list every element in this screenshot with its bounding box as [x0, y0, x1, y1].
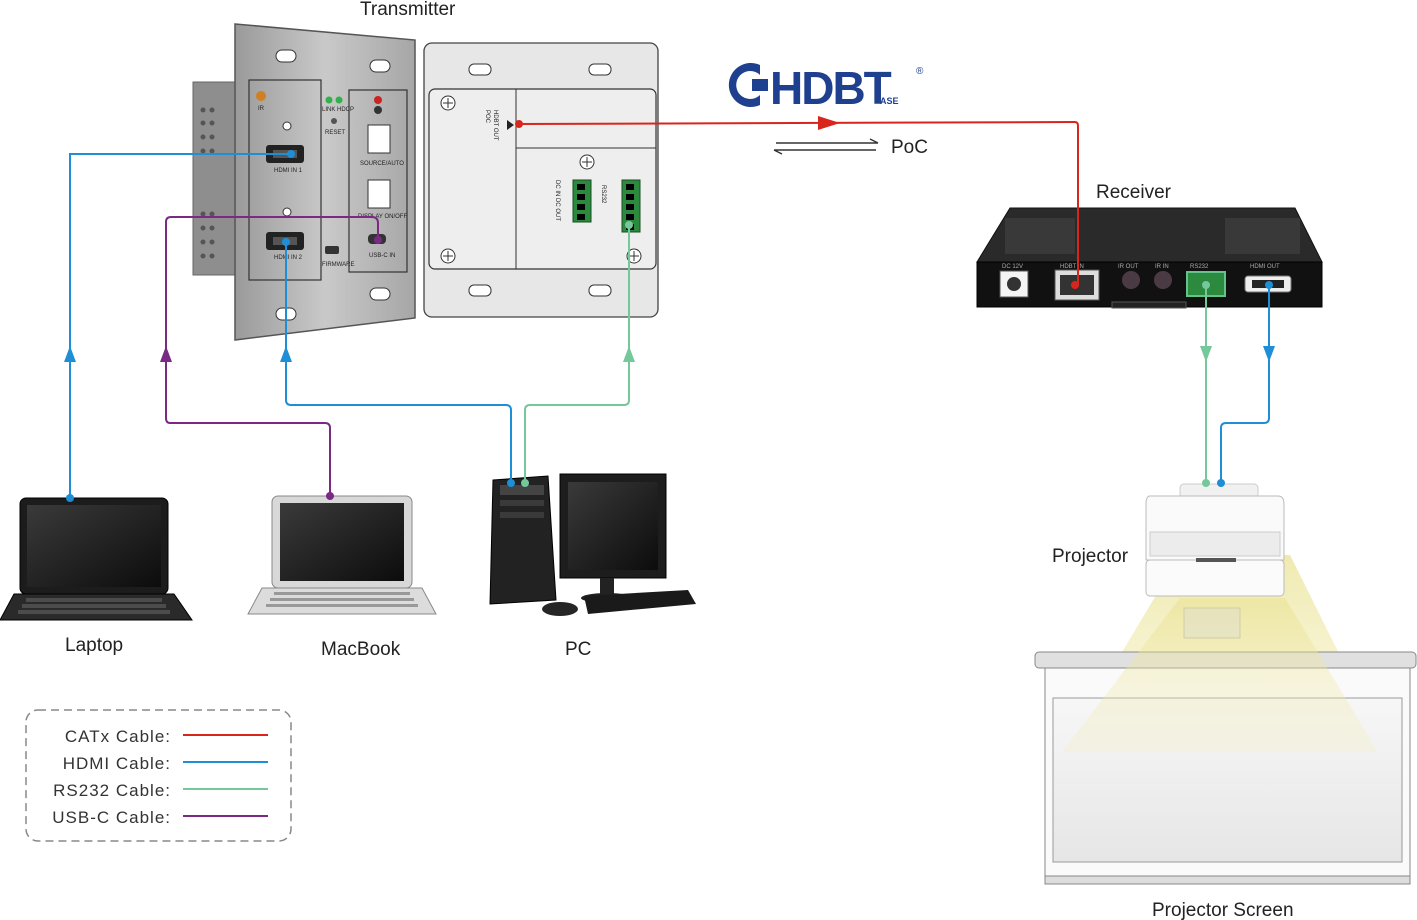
- reset-label: RESET: [325, 130, 345, 136]
- ir-label: IR: [258, 106, 265, 112]
- hdbt-logo-sub: ASE: [880, 96, 899, 106]
- receiver-device: DC 12V HDBT IN IR OUT IR IN RS232 HDMI O…: [976, 207, 1323, 309]
- pc-label: PC: [565, 639, 591, 660]
- link-hdcp-label: LINK HDCP: [322, 107, 354, 113]
- hdmi-cable-projector: [1220, 285, 1270, 483]
- hdbt-out-label: HDBT OUT: [492, 110, 498, 141]
- hdmi-in-1-label: HDMI IN 1: [274, 168, 303, 174]
- rx-ir-out-label: IR OUT: [1118, 264, 1139, 270]
- transmitter-back-panel: POC HDBT OUT DC IN DC OUT RS232: [423, 42, 659, 318]
- hdbt-logo-mark: ®: [916, 66, 924, 77]
- poc-arrows: [773, 138, 879, 155]
- laptop-device: [0, 497, 193, 621]
- dc-in-out-label: DC IN DC OUT: [554, 180, 560, 221]
- rx-dc-label: DC 12V: [1002, 264, 1023, 270]
- projector-screen: [1034, 598, 1417, 885]
- macbook-device: [247, 495, 437, 615]
- pc-device: [489, 473, 696, 616]
- projector-label: Projector: [1052, 546, 1129, 567]
- hdbt-logo-text: HDBT: [770, 62, 892, 114]
- usbc-cable-macbook: [165, 216, 379, 496]
- hdmi-cable-pc: [285, 242, 512, 483]
- rx-hdbt-in-label: HDBT IN: [1060, 264, 1084, 270]
- hdmi-in-2-label: HDMI IN 2: [274, 255, 303, 261]
- cable-legend: CATx Cable: HDMI Cable: RS232 Cable: USB…: [25, 709, 292, 842]
- macbook-label: MacBook: [321, 639, 401, 660]
- source-auto-label: SOURCE/AUTO: [360, 161, 404, 167]
- legend-usbc-label: USB-C Cable:: [52, 808, 171, 827]
- hdbaset-logo: HDBT ASE ®: [728, 62, 924, 114]
- transmitter-front-panel: IR HDMI IN 1 HDMI IN 2 LINK HDCP RESET F…: [192, 23, 416, 341]
- display-onoff-label: DISPLAY ON/OFF: [358, 214, 407, 220]
- legend-hdmi-label: HDMI Cable:: [63, 754, 171, 773]
- poc-text: PoC: [891, 137, 928, 158]
- rx-rs232-label: RS232: [1190, 264, 1209, 270]
- hdmi-cable-laptop: [69, 153, 291, 498]
- catx-arrow: [818, 116, 840, 130]
- catx-cable: [518, 120, 1079, 285]
- firmware-label: FIRMWARE: [322, 262, 354, 268]
- receiver-label: Receiver: [1096, 182, 1172, 203]
- projector-screen-label: Projector Screen: [1152, 900, 1294, 920]
- transmitter-label: Transmitter: [360, 0, 456, 20]
- poc-label: POC: [484, 110, 490, 124]
- rx-ir-in-label: IR IN: [1155, 264, 1169, 270]
- laptop-label: Laptop: [65, 635, 123, 656]
- legend-rs232-label: RS232 Cable:: [53, 781, 171, 800]
- legend-catx-label: CATx Cable:: [65, 727, 171, 746]
- rx-hdmi-out-label: HDMI OUT: [1250, 264, 1280, 270]
- rs232-cable-pc: [524, 225, 630, 483]
- usb-c-in-label: USB-C IN: [369, 253, 395, 259]
- rs232-label: RS232: [600, 185, 606, 204]
